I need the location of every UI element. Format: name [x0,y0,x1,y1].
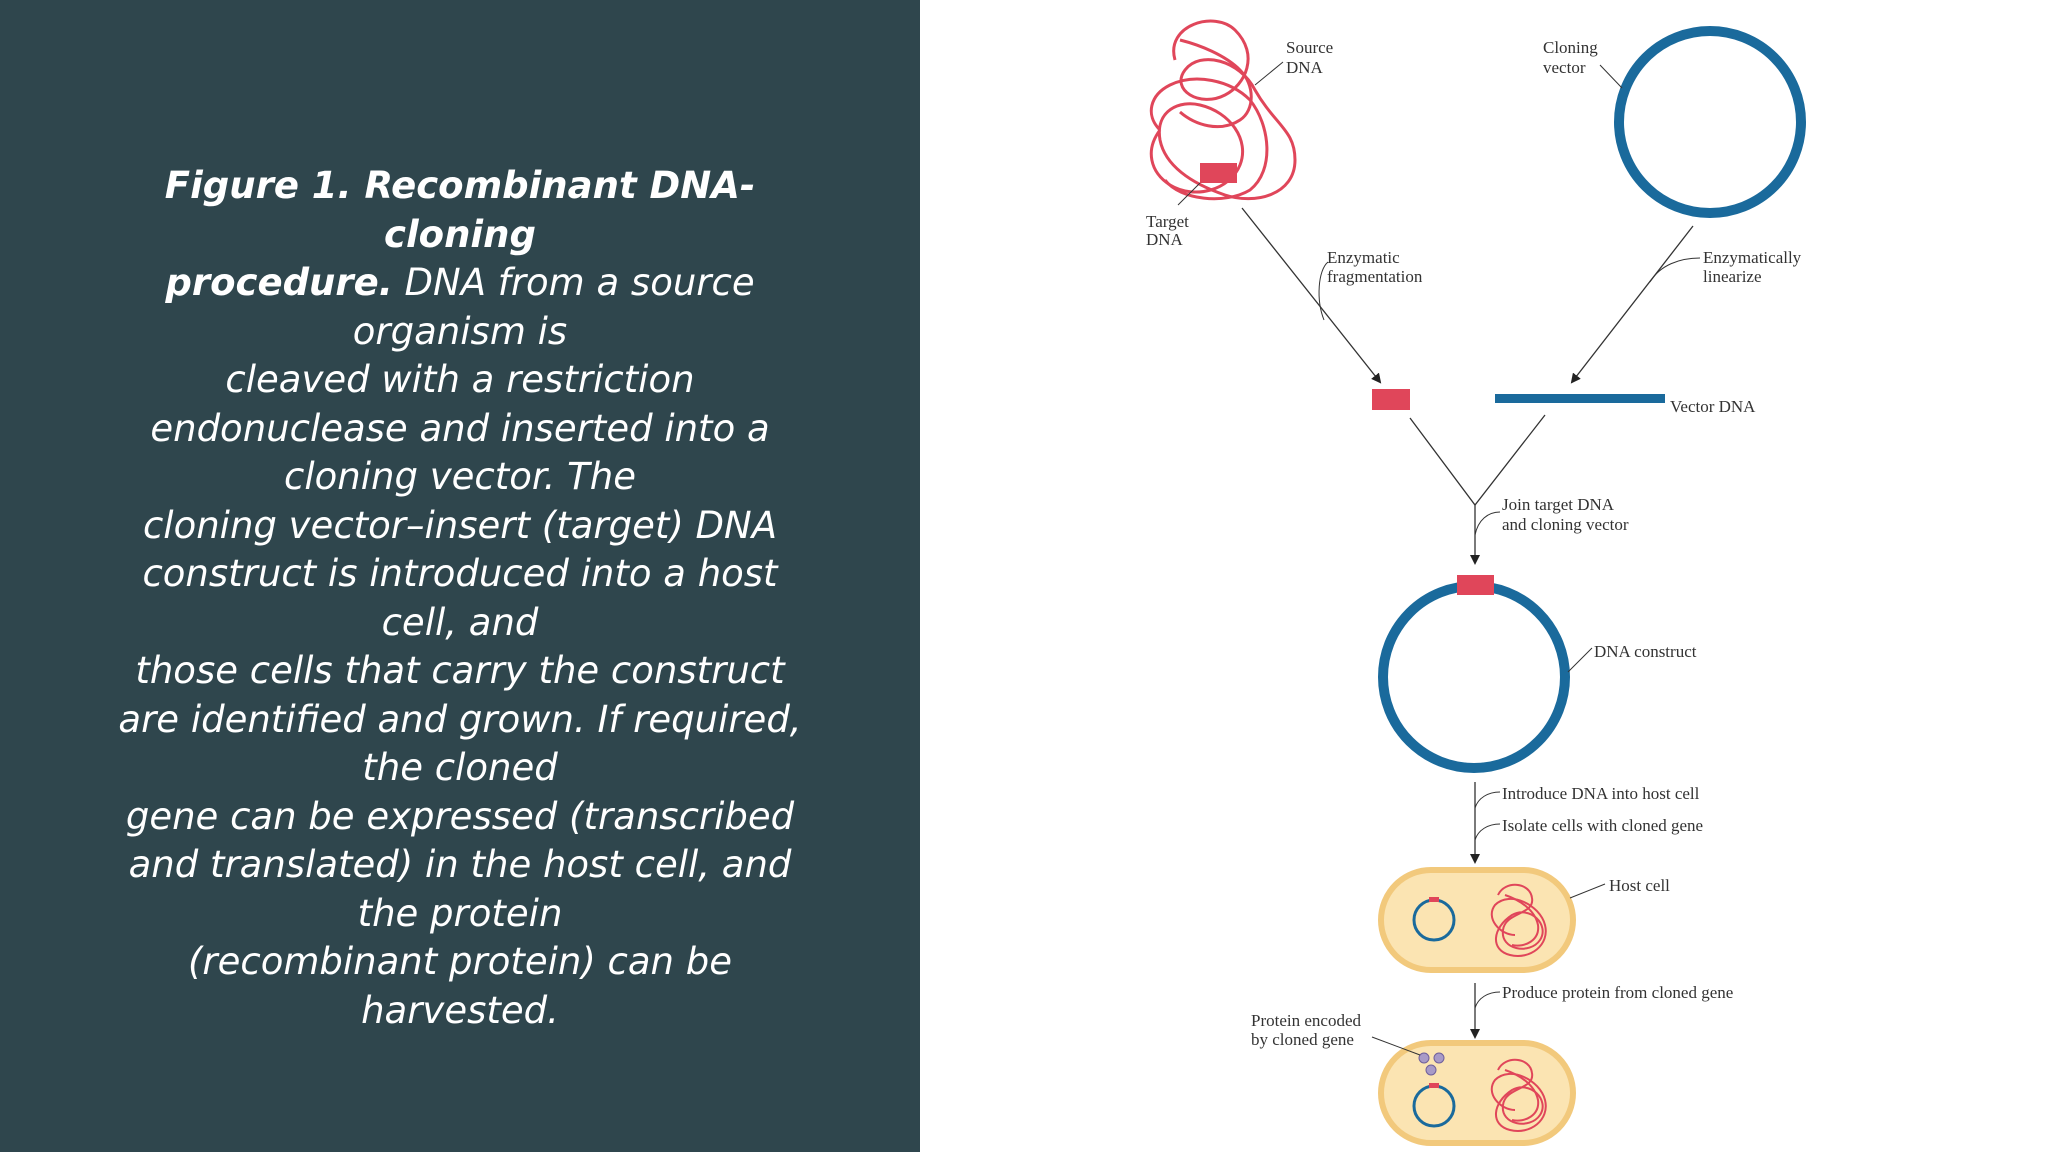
caption-line: the protein [357,891,563,935]
source-dna-leader [1254,61,1284,86]
host-cell-with-protein [1378,1040,1576,1146]
caption-title-line-2: procedure. [165,261,393,304]
caption-line: and translated) in the host cell, and [128,843,792,886]
cloning-vector-circle [1614,26,1806,218]
caption-line: cell, and [381,600,539,644]
cloning-vector-leader [1599,64,1623,89]
label-dna-construct: DNA construct [1594,642,1697,661]
label-cloning-vector-1: Cloning [1543,38,1598,57]
protein-molecules [1418,1052,1445,1076]
label-enzymatic-fragmentation-2: fragmentation [1327,267,1423,286]
host-cell-plasmid-insert [1429,897,1439,902]
caption-line: organism is [352,309,568,353]
host-cell-leader [1569,883,1606,899]
label-vector-dna: Vector DNA [1670,397,1756,416]
join-leader [1474,511,1501,536]
caption-line: cleaved with a restriction [225,358,695,401]
caption-line: the cloned [362,746,558,789]
caption-line: construct is introduced into a host [142,552,778,595]
source-dna-tangle [1149,19,1297,201]
caption-line: gene can be expressed (transcribed [125,794,795,838]
linearize-leader [1649,257,1701,283]
label-enzymatically-linearize-1: Enzymatically [1703,248,1802,267]
label-source-dna-2: DNA [1286,58,1324,77]
caption-panel: Figure 1. Recombinant DNA-cloning proced… [0,0,920,1152]
host-cell-chromosome [1490,883,1547,957]
label-cloning-vector-2: vector [1543,58,1586,77]
label-source-dna-1: Source [1286,38,1333,57]
target-dna-leader [1177,182,1201,206]
host-cell-2-plasmid-insert [1429,1083,1439,1088]
label-protein-encoded-2: by cloned gene [1251,1030,1354,1049]
label-enzymatic-fragmentation-1: Enzymatic [1327,248,1400,267]
dna-construct-circle [1378,581,1570,773]
caption-line: endonuclease and inserted into a [150,406,770,450]
introduce-leader [1474,791,1501,809]
protein-leader [1371,1036,1421,1056]
caption-line: are identified and grown. If required, [118,697,802,741]
host-cell-2-body [1378,1040,1576,1146]
label-enzymatically-linearize-2: linearize [1703,267,1762,286]
host-cell-2-chromosome [1490,1058,1547,1132]
label-join-2: and cloning vector [1502,515,1629,534]
caption-line: cloning vector. The [284,455,636,498]
dna-construct-leader [1567,647,1593,673]
caption-title-line-1: Figure 1. Recombinant DNA-cloning [164,164,756,256]
target-dna-fragment [1372,389,1410,410]
fragmentation-arrow [1241,207,1382,384]
caption-line: cloning vector–insert (target) DNA [142,503,778,547]
linearize-arrow [1570,225,1694,384]
caption-line: (recombinant protein) can be [187,940,733,983]
caption-line: harvested. [361,988,559,1032]
caption-line-2-rest: DNA from a source [392,261,755,304]
linear-vector-dna [1495,394,1665,403]
label-produce-protein: Produce protein from cloned gene [1502,983,1733,1002]
label-isolate-cells: Isolate cells with cloned gene [1502,816,1703,835]
caption-line-2: procedure. DNA from a source [110,259,810,308]
fragmentation-leader [1318,261,1329,321]
label-join-1: Join target DNA [1502,495,1615,514]
label-protein-encoded-1: Protein encoded [1251,1011,1361,1030]
figure-caption: Figure 1. Recombinant DNA-cloning proced… [110,162,810,1035]
host-cell [1378,867,1576,973]
label-introduce-dna: Introduce DNA into host cell [1502,784,1700,803]
produce-leader [1474,991,1501,1009]
label-target-dna-1: Target [1146,212,1189,231]
join-lines [1409,414,1546,507]
isolate-leader [1474,823,1501,841]
target-dna-segment [1200,163,1237,183]
label-host-cell: Host cell [1609,876,1670,895]
label-target-dna-2: DNA [1146,230,1184,249]
construct-insert [1457,575,1494,595]
caption-line: those cells that carry the construct [135,649,785,692]
